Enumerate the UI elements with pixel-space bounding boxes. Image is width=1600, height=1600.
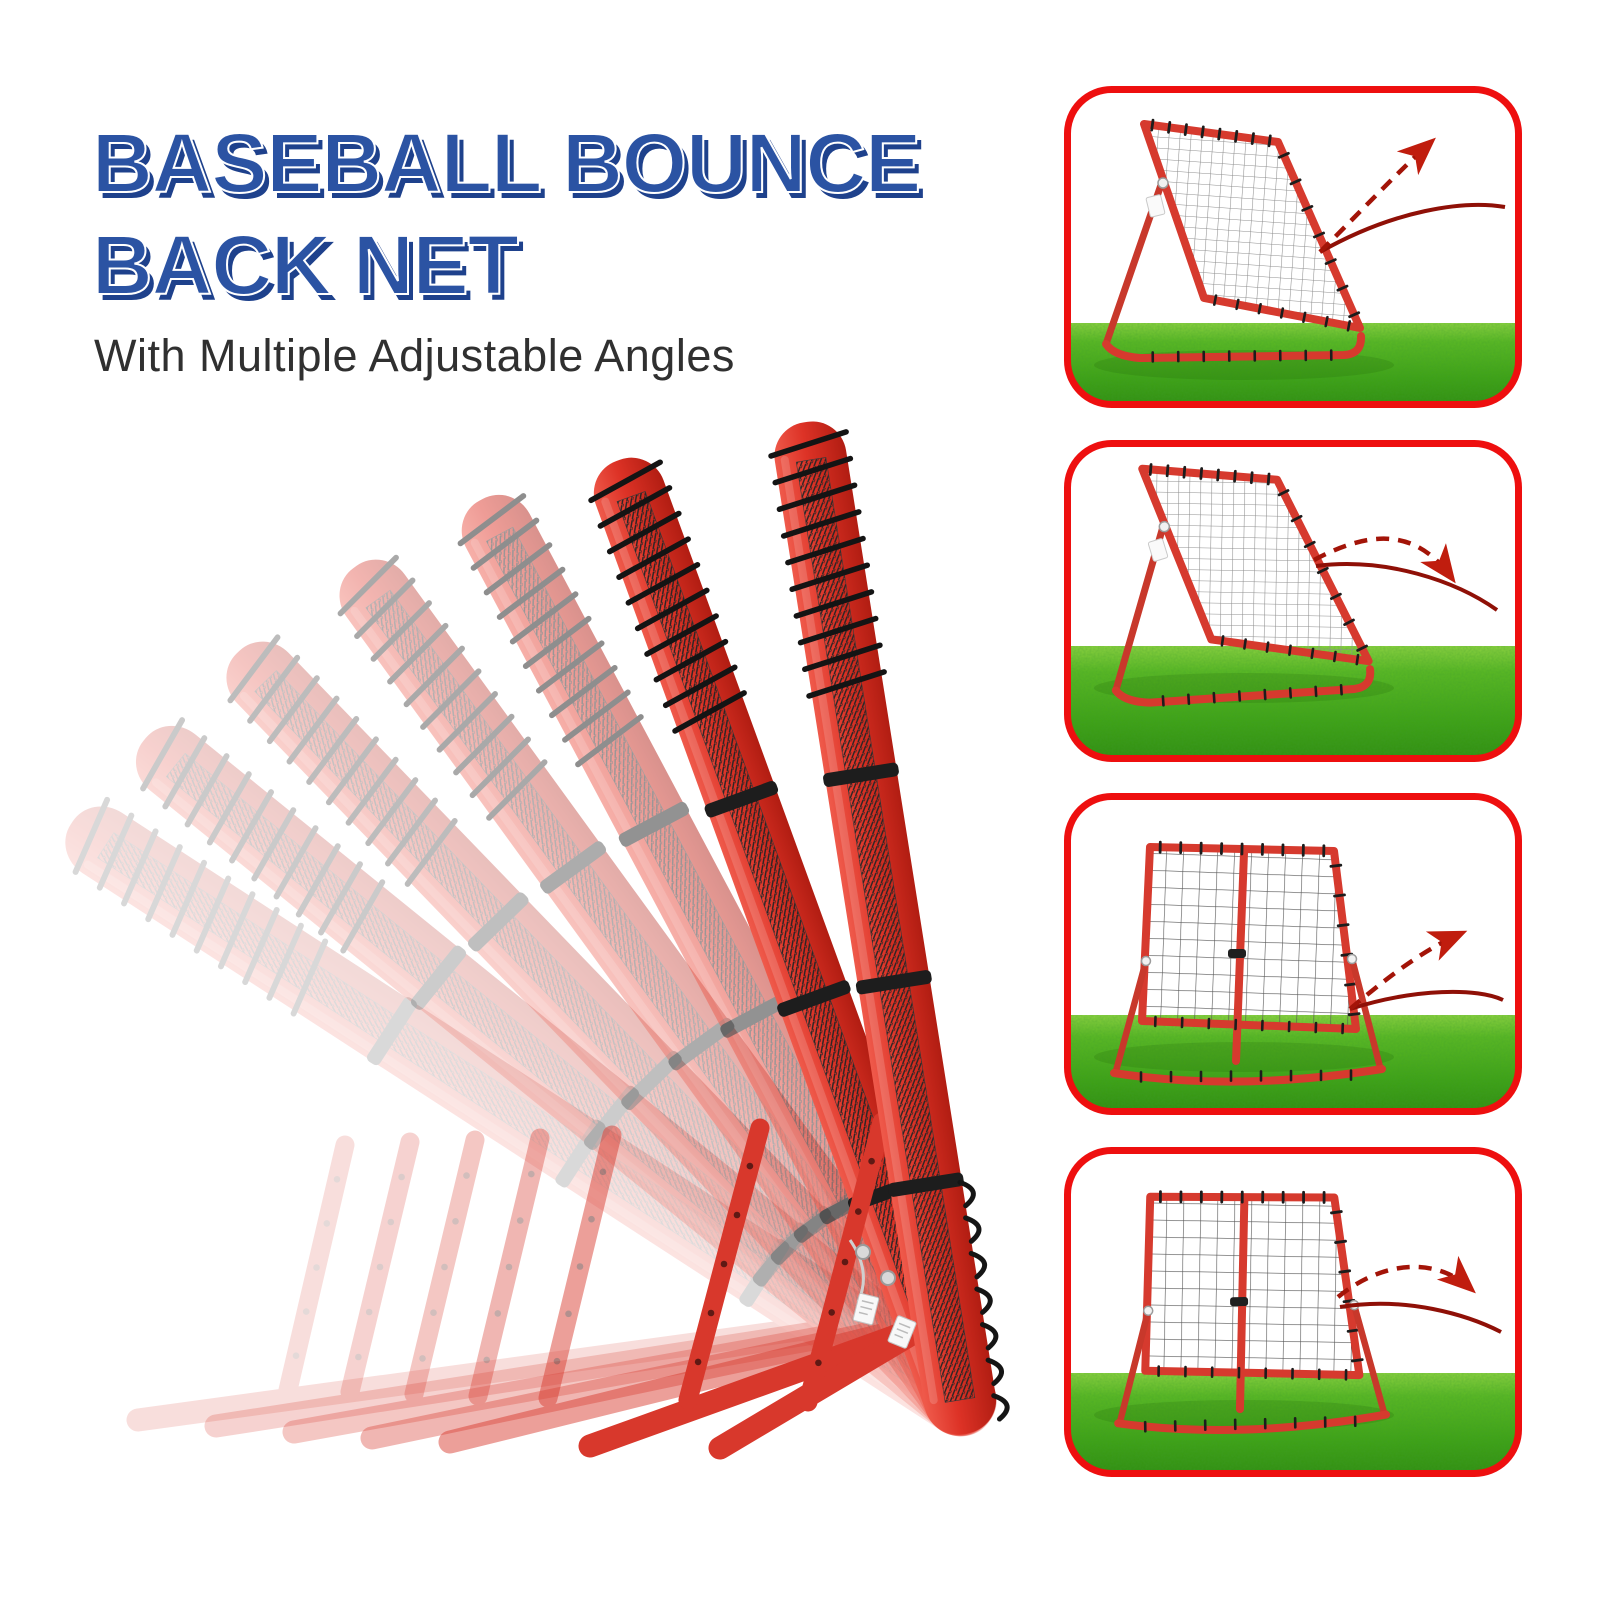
panel-border xyxy=(1064,1147,1522,1477)
adjustable-angle-fan-illustration xyxy=(20,390,1040,1500)
net-position-3 xyxy=(210,625,1013,1453)
net-position-2 xyxy=(120,709,1013,1453)
rebounder-net-graphic xyxy=(1064,1147,1522,1477)
incoming-shot-line xyxy=(1349,989,1504,1011)
net-position-4 xyxy=(323,544,1012,1451)
panel-border xyxy=(1064,440,1522,762)
rebounder-fan-graphic xyxy=(20,390,1040,1460)
net-position-7 xyxy=(708,416,1009,1460)
bounce-arrows xyxy=(1336,1255,1502,1334)
bounce-arrows xyxy=(1348,930,1504,1011)
net-position-1 xyxy=(50,790,1011,1452)
angle-panel-4 xyxy=(1064,1147,1522,1477)
bounce-arrows xyxy=(1318,137,1506,254)
page-subtitle: With Multiple Adjustable Angles xyxy=(94,330,735,381)
rebounder-net-graphic xyxy=(1064,440,1522,762)
hinge-hardware xyxy=(848,1239,917,1349)
panel-border xyxy=(1064,86,1522,408)
title-block: BASEBALL BOUNCE BACK NET xyxy=(91,112,922,316)
net-position-6 xyxy=(578,447,1008,1458)
rebounder-net-graphic xyxy=(1064,793,1522,1115)
incoming-shot-line xyxy=(1315,562,1499,612)
angle-panel-2 xyxy=(1064,440,1522,762)
bounce-trajectory-dashed-arrow-icon xyxy=(1312,536,1456,584)
bounce-trajectory-dashed-arrow-icon xyxy=(1318,137,1436,254)
incoming-shot-line xyxy=(1319,202,1506,254)
page-title-line1: BASEBALL BOUNCE xyxy=(91,115,922,211)
page-title-line2: BACK NET xyxy=(91,217,520,313)
rebounder-net-graphic xyxy=(1064,86,1522,408)
bounce-arrows xyxy=(1312,536,1499,612)
panel-border xyxy=(1064,793,1522,1115)
angle-panel-3 xyxy=(1064,793,1522,1115)
bounce-trajectory-dashed-arrow-icon xyxy=(1348,930,1468,1011)
incoming-shot-line xyxy=(1339,1301,1502,1334)
angle-panel-1 xyxy=(1064,86,1522,408)
